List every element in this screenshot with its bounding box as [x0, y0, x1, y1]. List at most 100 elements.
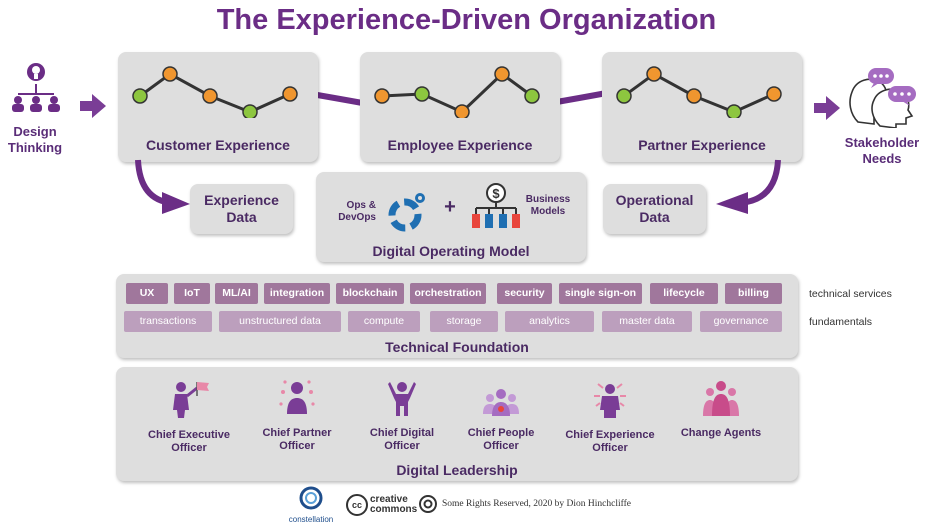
- leader-ceo-line1: Chief Executive: [148, 429, 230, 441]
- biz-line2: Models: [530, 206, 566, 217]
- business-models-icon: $: [472, 183, 520, 228]
- ops-line1: Ops &: [346, 200, 376, 211]
- fundamental-chip: governance: [700, 311, 782, 332]
- right-arrow-icon: [80, 94, 106, 118]
- fundamental-chip: storage: [430, 311, 498, 332]
- experience-officer-icon: [594, 383, 626, 418]
- journey-line-icon-3: [616, 66, 782, 118]
- leader-people-line1: Chief People: [467, 427, 535, 439]
- leader-change-agents-name: Change Agents: [666, 427, 776, 440]
- experience-data-line2: Data: [226, 209, 257, 225]
- leader-change-agents: Change Agents: [666, 378, 776, 440]
- leader-people: Chief People Officer: [446, 378, 556, 453]
- constellation-logo-icon: [299, 486, 323, 510]
- fundamental-chip: unstructured data: [219, 311, 341, 332]
- digital-officer-icon: [388, 382, 416, 416]
- arrowhead-right: [716, 192, 748, 214]
- leader-ceo-line2: Officer: [171, 442, 207, 454]
- stakeholder-line2: Needs: [862, 151, 902, 166]
- biz-line1: Business: [525, 194, 571, 205]
- customer-experience-label: Customer Experience: [146, 137, 290, 153]
- leader-cxo-line1: Chief Experience: [565, 429, 655, 441]
- leader-cxo-name: Chief Experience Officer: [555, 429, 665, 455]
- fundamental-chip: compute: [348, 311, 420, 332]
- service-chip: security: [497, 283, 552, 304]
- ops-line2: DevOps: [338, 212, 376, 223]
- experience-data-label: Experience Data: [190, 184, 293, 226]
- leader-cxo: Chief Experience Officer: [555, 380, 665, 455]
- leader-ceo-name: Chief Executive Officer: [134, 429, 244, 455]
- fundamental-chip: transactions: [124, 311, 212, 332]
- employee-experience-panel: Employee Experience: [360, 52, 560, 162]
- design-thinking-group: [6, 58, 66, 121]
- leader-cdo: Chief Digital Officer: [347, 378, 457, 453]
- stakeholder-heads-icon: [849, 68, 916, 128]
- page-title: The Experience-Driven Organization: [216, 4, 717, 36]
- leader-partner-line2: Officer: [279, 440, 315, 452]
- leader-cpo-partner: Chief Partner Officer: [242, 378, 352, 453]
- cc-wordmark: creative commons: [370, 495, 417, 515]
- partner-icon: [279, 380, 315, 414]
- experience-data-line1: Experience: [204, 192, 279, 208]
- operational-data-box: Operational Data: [603, 184, 706, 234]
- right-arrow-icon-2: [814, 96, 840, 120]
- ceo-flag-icon: [173, 382, 209, 418]
- people-group-icon: [483, 389, 519, 416]
- fundamentals-label: fundamentals: [809, 316, 873, 328]
- leader-change-agents-line1: Change Agents: [680, 427, 762, 439]
- partner-experience-label: Partner Experience: [638, 137, 766, 153]
- digital-operating-model-title: Digital Operating Model: [372, 243, 530, 259]
- service-chip: ML/AI: [215, 283, 258, 304]
- service-chip: lifecycle: [650, 283, 718, 304]
- service-chip: UX: [126, 283, 168, 304]
- partner-experience-panel: Partner Experience: [602, 52, 802, 162]
- service-chip: IoT: [174, 283, 210, 304]
- digital-leadership-panel: [116, 367, 798, 481]
- fundamental-chip: analytics: [505, 311, 594, 332]
- customer-experience-panel: Customer Experience: [118, 52, 318, 162]
- service-chip: blockchain: [336, 283, 404, 304]
- constellation-logo: constellation: [283, 486, 339, 524]
- experience-data-box: Experience Data: [190, 184, 293, 234]
- plus-sign: +: [444, 196, 456, 218]
- technical-services-label: technical services: [809, 288, 892, 300]
- technical-foundation-title: Technical Foundation: [385, 339, 529, 355]
- fundamental-chip: master data: [602, 311, 692, 332]
- digital-leadership-title: Digital Leadership: [396, 462, 518, 478]
- employee-experience-label: Employee Experience: [387, 137, 533, 153]
- cc-line2: commons: [370, 504, 418, 515]
- devops-cycle-icon: [388, 193, 425, 232]
- service-chip: billing: [725, 283, 782, 304]
- service-chip: integration: [264, 283, 330, 304]
- creative-commons-logo: cc creative commons: [346, 493, 417, 517]
- leader-people-name: Chief People Officer: [446, 427, 556, 453]
- design-thinking-label: Design Thinking: [0, 124, 70, 156]
- rights-text: Some Rights Reserved, 2020 by Dion Hinch…: [442, 499, 632, 509]
- design-thinking-icon: [12, 63, 60, 112]
- leader-cdo-line2: Officer: [384, 440, 420, 452]
- leader-ceo: Chief Executive Officer: [134, 380, 244, 455]
- leader-partner-line1: Chief Partner: [262, 427, 332, 439]
- leader-cdo-name: Chief Digital Officer: [347, 427, 457, 453]
- cc-line1: creative: [370, 494, 408, 505]
- constellation-logo-text: constellation: [288, 515, 334, 524]
- stakeholder-needs-label: Stakeholder Needs: [834, 135, 930, 167]
- leader-people-line2: Officer: [483, 440, 519, 452]
- operational-data-line1: Operational: [615, 192, 694, 208]
- cc-icon: cc: [346, 494, 368, 516]
- arrowhead-left: [162, 192, 190, 214]
- design-thinking-line1: Design: [13, 124, 57, 139]
- ops-devops-label: Ops & DevOps: [326, 200, 376, 224]
- leader-cxo-line2: Officer: [592, 442, 628, 454]
- digital-operating-model-panel: Ops & DevOps + $ Business Models Digital…: [316, 172, 586, 262]
- svg-text:$: $: [492, 186, 500, 201]
- leader-cdo-line1: Chief Digital: [369, 427, 435, 439]
- journey-line-icon: [132, 66, 298, 118]
- business-models-label: Business Models: [520, 194, 576, 218]
- operational-data-label: Operational Data: [603, 184, 706, 226]
- service-chip: single sign-on: [559, 283, 642, 304]
- journey-line-icon-2: [374, 66, 540, 118]
- stakeholder-line1: Stakeholder: [844, 135, 920, 150]
- change-agents-icon: [703, 381, 739, 416]
